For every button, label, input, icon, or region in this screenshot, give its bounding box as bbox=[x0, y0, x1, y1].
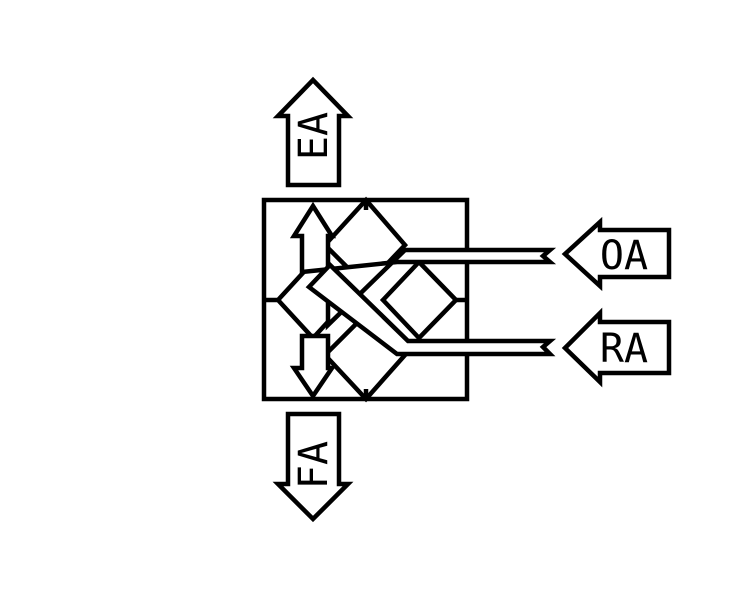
core-cell-right bbox=[379, 258, 460, 342]
outdoor-air-label: OA bbox=[600, 233, 648, 279]
outdoor-air-arrow bbox=[561, 216, 672, 292]
flow-arrow-down bbox=[289, 333, 337, 401]
exhaust-air-arrow bbox=[272, 76, 354, 188]
fresh-air-label: FA bbox=[291, 441, 337, 489]
return-air-label: RA bbox=[600, 326, 648, 372]
exhaust-air-label: EA bbox=[291, 112, 337, 160]
return-air-arrow bbox=[561, 307, 672, 388]
fresh-air-arrow bbox=[272, 411, 354, 523]
flow-path-down bbox=[305, 261, 557, 357]
